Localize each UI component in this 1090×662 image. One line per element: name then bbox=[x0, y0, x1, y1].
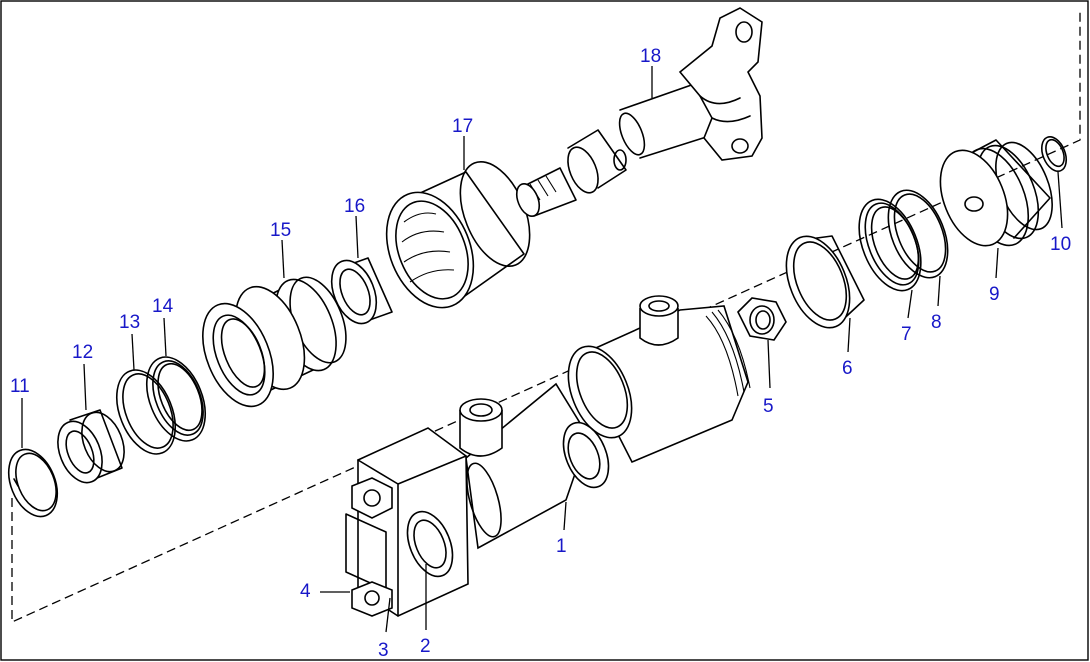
callout-17: 17 bbox=[452, 116, 473, 137]
callout-10: 10 bbox=[1050, 234, 1071, 255]
callout-9: 9 bbox=[989, 284, 1000, 305]
leader-lines bbox=[21, 66, 1063, 633]
callout-8: 8 bbox=[931, 312, 942, 333]
callout-13: 13 bbox=[119, 312, 140, 333]
part-17-sleeve bbox=[385, 160, 531, 309]
assembly-axis bbox=[11, 12, 1081, 624]
callout-7: 7 bbox=[901, 324, 912, 345]
callout-14: 14 bbox=[152, 296, 174, 317]
part-2-end-block bbox=[345, 427, 469, 617]
part-13-ring bbox=[115, 369, 177, 455]
part-15-gland bbox=[202, 276, 347, 408]
part-8-backup-ring bbox=[887, 189, 949, 279]
part-10-small-ring bbox=[1040, 136, 1068, 172]
part-18-piston-rod bbox=[515, 7, 763, 218]
part-4-fitting bbox=[351, 581, 393, 617]
part-1-cylinder-tube bbox=[459, 295, 751, 550]
callout-2: 2 bbox=[420, 636, 431, 657]
callout-4: 4 bbox=[300, 581, 311, 602]
part-12-bushing bbox=[57, 409, 125, 484]
part-6-wear-ring bbox=[785, 235, 865, 329]
callout-15: 15 bbox=[270, 220, 291, 241]
callout-18: 18 bbox=[640, 46, 661, 67]
callout-16: 16 bbox=[344, 196, 365, 217]
part-11-snap-ring bbox=[7, 448, 59, 518]
part-9-piston bbox=[939, 139, 1053, 247]
callout-6: 6 bbox=[842, 358, 853, 379]
callout-12: 12 bbox=[72, 342, 93, 363]
part-7-seal-ring bbox=[858, 198, 922, 292]
part-5-nut bbox=[737, 297, 787, 341]
part-3-plug bbox=[351, 477, 393, 519]
callout-1: 1 bbox=[556, 536, 567, 557]
part-14-ring bbox=[145, 356, 207, 442]
callout-11: 11 bbox=[10, 376, 30, 397]
part-16-wiper bbox=[330, 257, 393, 325]
callout-3: 3 bbox=[378, 640, 389, 661]
callout-5: 5 bbox=[763, 396, 774, 417]
callout-labels: 1 2 3 4 5 6 7 8 9 10 11 12 13 14 15 16 1… bbox=[10, 46, 1071, 661]
